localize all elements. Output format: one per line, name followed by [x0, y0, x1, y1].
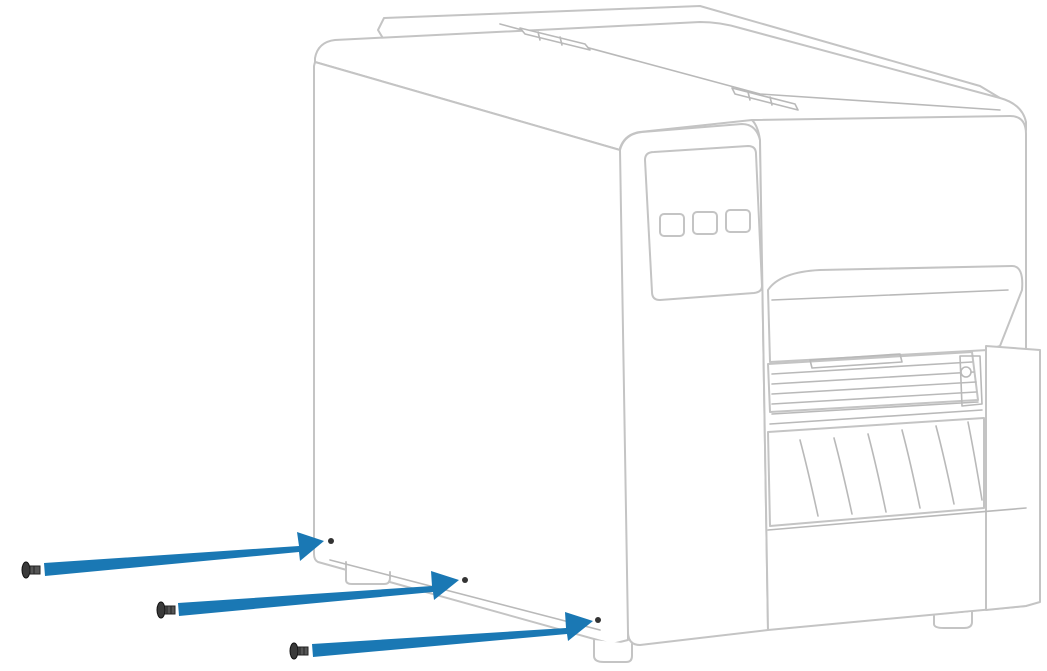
printer-foot-front-right: [933, 611, 973, 629]
arrow-to-screw-hole-top-left: [44, 532, 324, 576]
printer-foot-front-left: [593, 639, 633, 663]
guide-ribs: [799, 421, 983, 517]
screw-hole-top-left: [328, 538, 334, 544]
printer-side-panel: [313, 61, 629, 645]
media-guide: [767, 417, 985, 527]
printer-right-door: [985, 345, 1041, 611]
printer: [313, 5, 1041, 663]
media-cover-window: [767, 265, 1024, 363]
control-button-3[interactable]: [725, 209, 751, 233]
arrow-to-screw-hole-bottom: [312, 612, 593, 657]
printhead-assembly: [767, 351, 983, 413]
screw-bottom: [289, 642, 309, 660]
screw-hole-middle: [462, 577, 468, 583]
insertion-arrows: [44, 532, 593, 657]
lid-hinge-front: [731, 87, 799, 111]
lid-hinge-rear: [519, 27, 591, 51]
screw-hole-bottom: [595, 617, 601, 623]
front-lower-panel: [767, 507, 1027, 531]
screw-middle: [156, 601, 176, 619]
media-cover-edge: [771, 289, 1009, 301]
printer-base-edge: [329, 559, 601, 631]
control-button-2[interactable]: [692, 211, 718, 235]
control-button-1[interactable]: [659, 213, 685, 237]
screw-top-left: [21, 561, 41, 579]
arrow-to-screw-hole-middle: [178, 571, 459, 616]
